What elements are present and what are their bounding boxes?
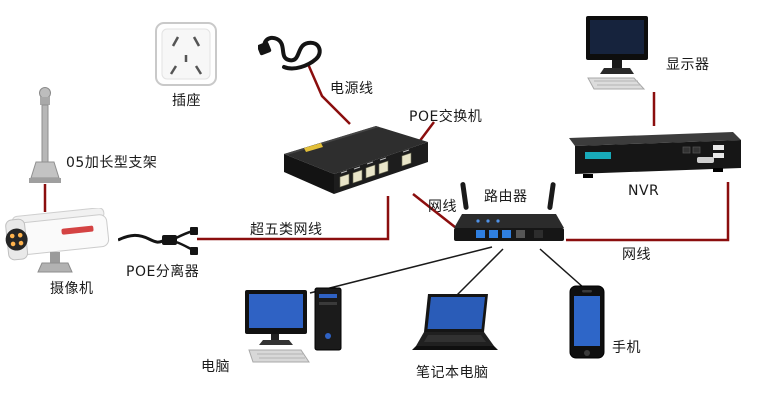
label-poe-splitter: POE分离器 xyxy=(126,264,200,280)
label-monitor: 显示器 xyxy=(666,57,710,73)
router-icon xyxy=(454,182,564,241)
label-network-cable-left: 网线 xyxy=(428,199,457,215)
laptop-icon xyxy=(412,294,498,350)
laptop-image xyxy=(410,292,500,360)
label-phone: 手机 xyxy=(612,340,641,356)
wall-socket-icon xyxy=(155,22,217,86)
wall-socket-image xyxy=(155,22,217,90)
poe-splitter-icon xyxy=(117,227,198,255)
power-cord-icon xyxy=(257,35,322,71)
phone-icon xyxy=(569,285,605,359)
camera-bracket-icon xyxy=(29,87,61,183)
desktop-pc-icon xyxy=(245,287,342,363)
label-bracket: 05加长型支架 xyxy=(66,155,158,171)
nvr-image xyxy=(563,124,745,186)
phone-image xyxy=(566,284,608,366)
poe-switch-image xyxy=(276,120,434,202)
camera-image xyxy=(4,207,116,278)
label-network-cable-right: 网线 xyxy=(622,247,651,263)
label-socket: 插座 xyxy=(172,93,201,109)
label-desktop: 电脑 xyxy=(201,359,230,375)
nvr-icon xyxy=(569,132,741,178)
poe-switch-icon xyxy=(284,126,428,194)
monitor-image xyxy=(576,14,658,98)
label-nvr: NVR xyxy=(628,183,660,199)
camera-bracket-image xyxy=(26,86,64,190)
power-cord-image xyxy=(257,28,328,82)
label-power-cord: 电源线 xyxy=(330,81,374,97)
router-image xyxy=(450,180,568,250)
label-poe-switch: POE交换机 xyxy=(409,109,483,125)
desktop-pc-image xyxy=(243,286,358,370)
label-camera: 摄像机 xyxy=(50,281,94,297)
poe-splitter-image xyxy=(117,226,198,262)
label-cat5e-cable: 超五类网线 xyxy=(250,222,323,238)
camera-icon xyxy=(5,207,110,273)
label-laptop: 笔记本电脑 xyxy=(416,365,489,381)
link-router-to-phone xyxy=(539,248,585,289)
monitor-icon xyxy=(586,16,648,90)
label-router: 路由器 xyxy=(484,189,528,205)
link-router-to-laptop xyxy=(455,248,504,297)
